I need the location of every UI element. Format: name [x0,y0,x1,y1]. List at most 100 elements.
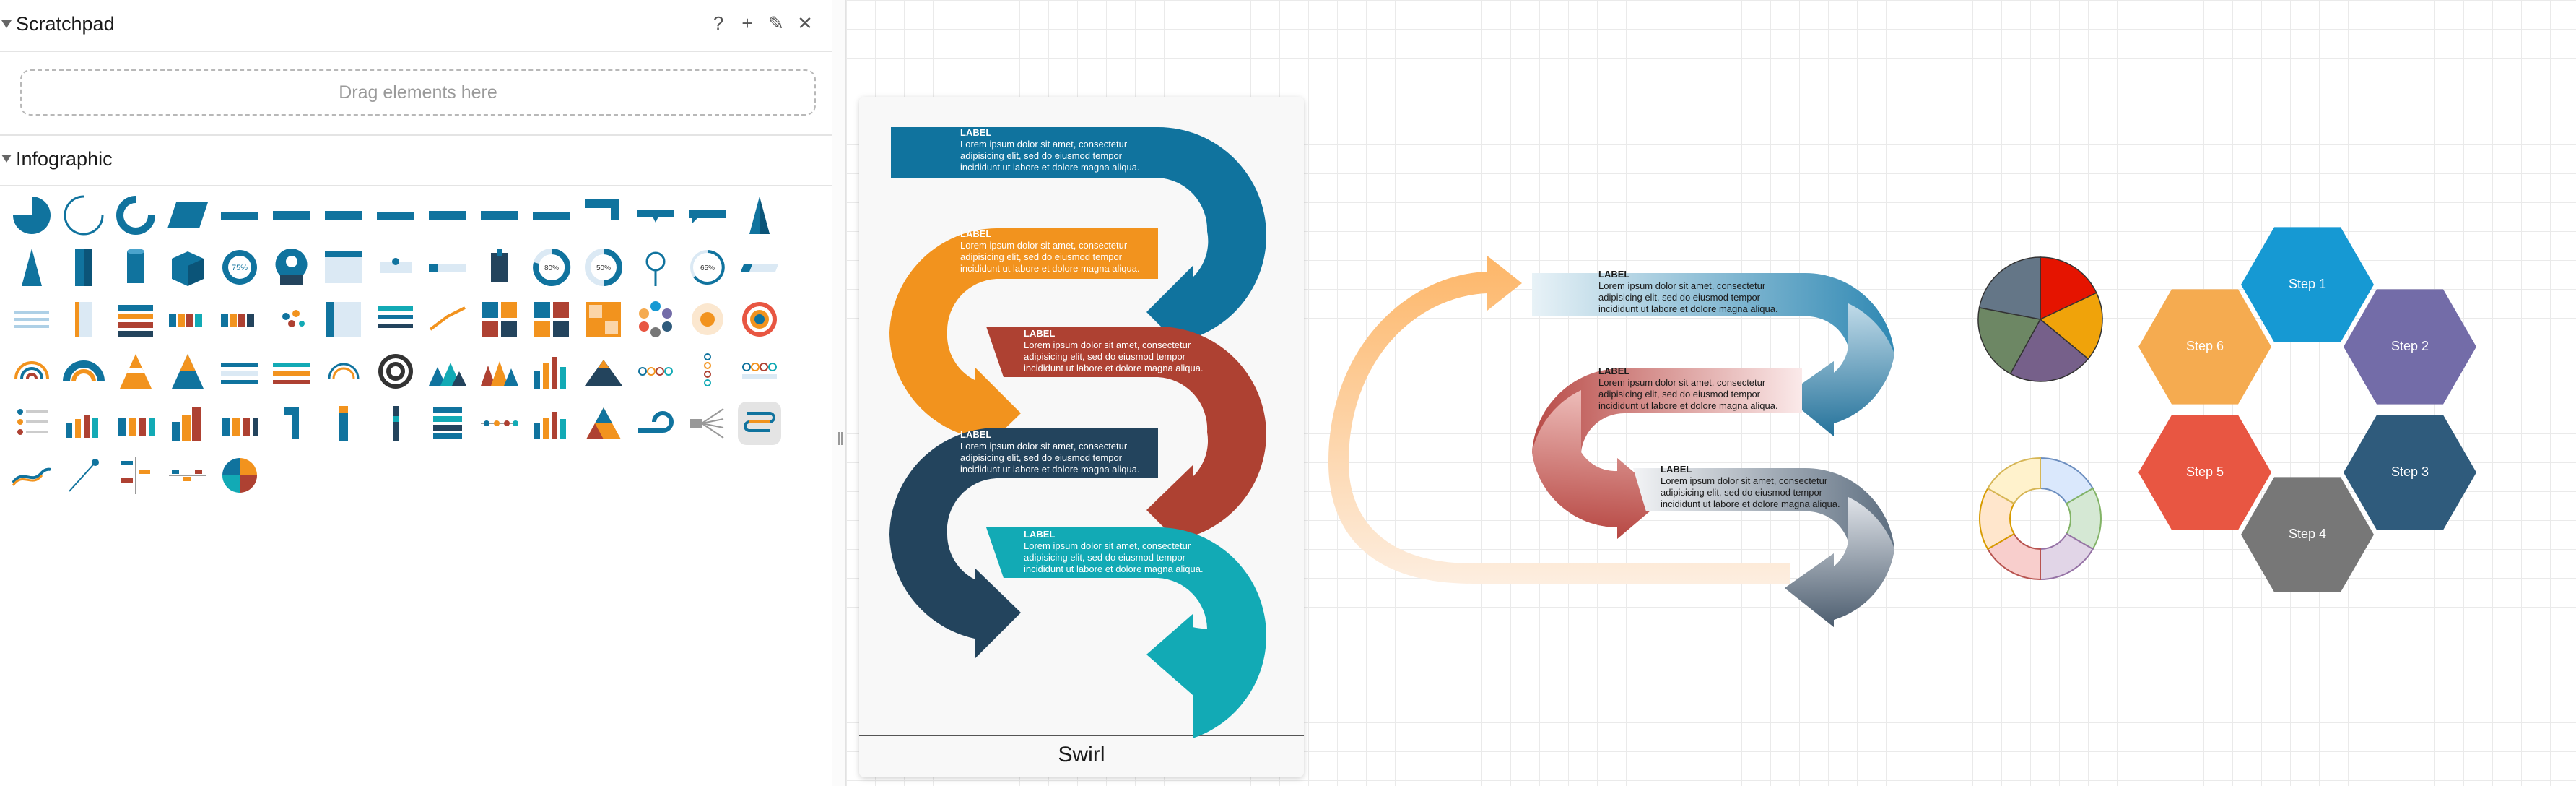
shape-bar-chart-3d[interactable] [62,402,105,445]
shape-progress-circle-50[interactable]: 50% [582,246,625,289]
hexagon-steps[interactable] [2138,227,2476,592]
hexagon[interactable] [2344,415,2476,530]
shape-squiggle-road[interactable] [10,454,53,497]
shape-vertical-timeline[interactable] [114,454,157,497]
shape-step-list[interactable] [114,298,157,341]
shape-pendant[interactable] [478,246,521,289]
shape-swirl-selected[interactable] [738,402,781,445]
shape-parallelogram[interactable] [166,194,209,237]
shape-horizontal-timeline[interactable] [166,454,209,497]
close-icon[interactable]: ✕ [797,12,813,34]
shape-spiral[interactable] [634,402,677,445]
shape-cube[interactable] [166,246,209,289]
hexagon[interactable] [2241,477,2374,592]
shape-hex-cluster[interactable] [634,298,677,341]
shape-bar-list[interactable] [10,298,53,341]
shape-callout[interactable] [686,194,729,237]
infographic-header[interactable]: Infographic [0,134,832,186]
shape-rainbow[interactable] [322,350,365,393]
shape-target-dot[interactable] [686,298,729,341]
shape-list-rows[interactable] [426,402,469,445]
shape-progress-circle-65[interactable]: 65% [686,246,729,289]
swirl-card[interactable] [859,97,1304,777]
shape-tag[interactable] [374,246,417,289]
edit-icon[interactable]: ✎ [768,12,784,34]
hexagon[interactable] [2344,289,2476,405]
shape-pin-line[interactable] [62,454,105,497]
shape-vertical-bar[interactable] [374,402,417,445]
shape-pyramid[interactable] [738,194,781,237]
shape-3d-bars[interactable] [166,402,209,445]
shape-ribbon[interactable] [218,194,261,237]
shape-slanted-bar[interactable] [738,246,781,289]
shape-bar-chart[interactable] [530,350,573,393]
pie-slice[interactable] [1977,307,2042,375]
shape-partial-circle[interactable] [10,194,53,237]
shape-bar-icons[interactable] [218,298,261,341]
shape-mountain-peak[interactable] [582,350,625,393]
pie-chart-shape[interactable] [1977,256,2103,382]
scratchpad-header[interactable]: Scratchpad ? + ✎ ✕ [0,0,832,52]
shape-petals[interactable] [218,454,261,497]
shape-bar-rows[interactable] [218,350,261,393]
shape-stair-arrows[interactable] [426,298,469,341]
shape-vertical-bar[interactable] [322,402,365,445]
shape-triangle-segments[interactable] [582,402,625,445]
hex-step-5[interactable] [2138,415,2271,530]
shape-callout[interactable] [634,194,677,237]
shape-folded-banner[interactable] [582,194,625,237]
shape-grid-cards[interactable] [530,298,573,341]
hexagon[interactable] [2241,227,2374,342]
shape-pin-badge[interactable] [270,246,313,289]
pie-slice[interactable] [1978,256,2041,320]
shape-peaks[interactable] [478,350,521,393]
shape-ribbon[interactable] [374,194,417,237]
help-icon[interactable]: ? [713,12,724,34]
shape-matrix[interactable] [582,298,625,341]
add-icon[interactable]: + [741,12,753,34]
swirl-band-3[interactable] [986,327,1266,556]
shape-bracket[interactable] [270,402,313,445]
shape-table-list[interactable] [322,298,365,341]
shape-magnifier[interactable] [634,246,677,289]
shape-dot-list[interactable] [10,402,53,445]
shape-ribbon[interactable] [530,194,573,237]
swirl-band-2[interactable] [889,228,1158,458]
swirl-band-5[interactable] [986,527,1266,738]
shape-progress-circle-80[interactable]: 80% [530,246,573,289]
shape-cylinder[interactable] [114,246,157,289]
shape-vertical-chain[interactable] [686,350,729,393]
swirl-band-1[interactable] [891,127,1266,358]
shape-striped-pyramid[interactable] [114,350,157,393]
shape-ribbon[interactable] [478,194,521,237]
hex-step-1[interactable] [2241,227,2374,342]
collapse-triangle-icon[interactable] [1,20,12,28]
shape-grid-cards[interactable] [478,298,521,341]
shape-cube-bar[interactable] [62,246,105,289]
swirl-band-4[interactable] [889,428,1158,659]
gradient-orange-loop[interactable] [1328,256,1790,584]
donut-chart-shape[interactable] [1978,457,2102,581]
hexagon[interactable] [2138,415,2271,530]
pie-slice[interactable] [2039,292,2103,360]
shape-progress-circle-75[interactable]: 75% [218,246,261,289]
shape-numbered-list[interactable] [62,298,105,341]
hex-step-2[interactable] [2344,289,2476,405]
shape-cylinder-chart[interactable] [218,402,261,445]
shape-wifi-arcs[interactable] [10,350,53,393]
gradient-swirl[interactable] [1328,256,1894,627]
scratchpad-drop-zone[interactable]: Drag elements here [20,69,816,116]
shape-layered-pyramid[interactable] [166,350,209,393]
shape-cone[interactable] [10,246,53,289]
pie-slice[interactable] [2040,256,2097,321]
shape-arc[interactable] [62,194,105,237]
shape-chain[interactable] [634,350,677,393]
hex-step-6[interactable] [2138,289,2271,405]
shape-spiral-target[interactable] [374,350,417,393]
shape-bullseye[interactable] [738,298,781,341]
shape-fan-out[interactable] [686,402,729,445]
shape-timeline-list[interactable] [374,298,417,341]
shape-ribbon[interactable] [322,194,365,237]
splitter-grip-icon[interactable] [838,432,843,445]
pie-slice[interactable] [2009,318,2089,382]
